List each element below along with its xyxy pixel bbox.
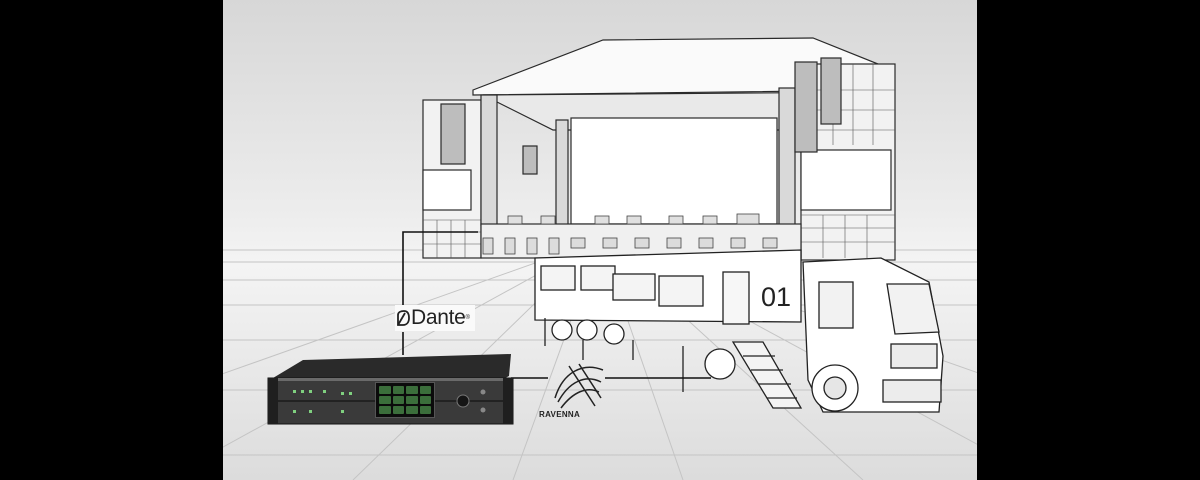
stage-drawing xyxy=(422,37,896,261)
dante-label: Dante xyxy=(411,306,466,329)
dante-registered-mark: ® xyxy=(465,315,470,321)
truck-drawing xyxy=(534,249,944,413)
dante-mark-icon xyxy=(397,310,410,326)
dante-logo-icon: Dante® xyxy=(395,305,475,331)
right-letterbox xyxy=(977,0,1200,480)
diagram-drawing xyxy=(223,37,977,480)
truck-number-label: 01 xyxy=(761,282,792,312)
ravenna-logo-icon xyxy=(554,363,604,409)
ravenna-label: RAVENNA xyxy=(539,410,581,419)
diagram-canvas: Dante® RAVENNA 01 xyxy=(223,0,977,480)
left-letterbox xyxy=(0,0,223,480)
connection-lines xyxy=(402,231,711,379)
device-screen xyxy=(375,382,435,418)
